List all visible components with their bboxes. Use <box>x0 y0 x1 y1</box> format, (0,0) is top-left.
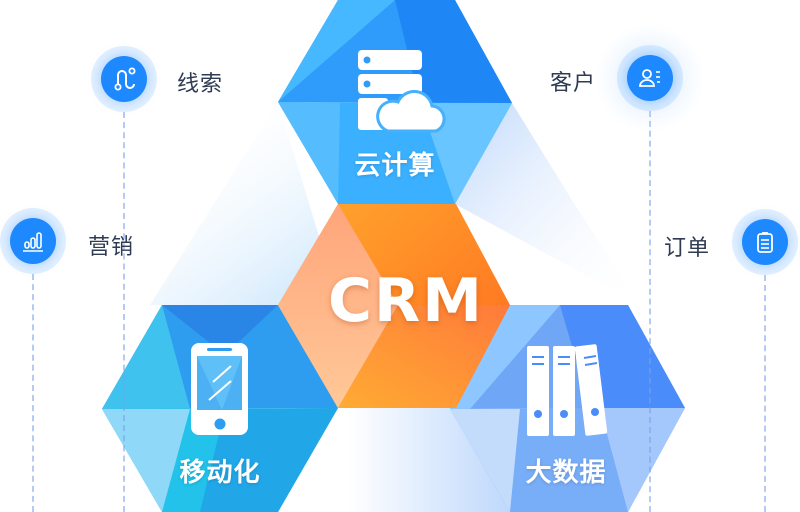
route-icon <box>114 67 136 91</box>
orders-connector-line <box>764 275 766 512</box>
customers-badge <box>617 45 683 111</box>
hex-bigdata <box>450 305 685 512</box>
hex-cloud-label: 云计算 <box>354 151 436 181</box>
marketing-label: 营销 <box>88 235 135 260</box>
crm-title: CRM <box>328 266 484 336</box>
feature-customers: 客户 <box>550 65 596 97</box>
leads-label: 线索 <box>177 72 224 97</box>
customer-list-icon <box>639 69 660 87</box>
hex-crm <box>278 204 510 408</box>
customers-connector-line <box>649 111 651 512</box>
orders-badge <box>732 209 798 275</box>
marketing-connector-line <box>32 274 34 512</box>
customers-label: 客户 <box>550 71 597 96</box>
feature-orders: 订单 <box>664 230 710 262</box>
leads-connector-line <box>123 112 125 512</box>
bar-chart-icon <box>23 232 43 252</box>
feature-leads: 线索 <box>177 66 223 98</box>
hex-bigdata-label: 大数据 <box>525 458 607 488</box>
smartphone-icon <box>191 343 248 435</box>
orders-label: 订单 <box>664 236 711 261</box>
hex-mobile-label: 移动化 <box>179 458 261 488</box>
leads-badge <box>91 46 157 112</box>
binders-icon <box>527 344 608 436</box>
feature-marketing: 营销 <box>88 229 134 261</box>
marketing-badge <box>0 208 66 274</box>
server-cloud-icon <box>358 50 446 133</box>
clipboard-icon <box>757 232 773 253</box>
